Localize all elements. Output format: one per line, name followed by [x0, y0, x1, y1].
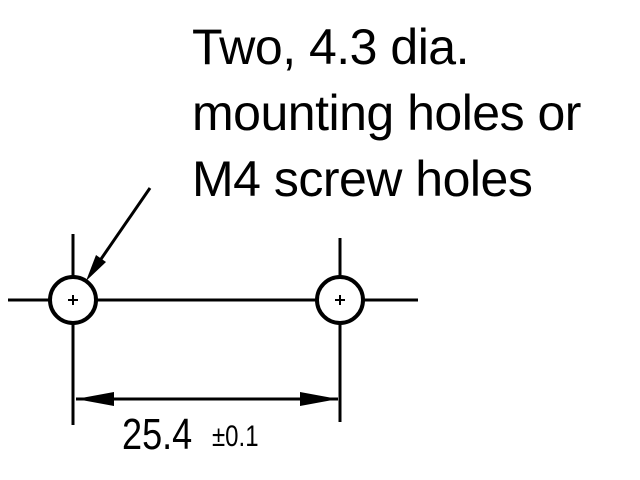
- note-line-2: mounting holes or: [192, 85, 581, 141]
- mounting-note: Two, 4.3 dia. mounting holes or M4 screw…: [192, 14, 581, 212]
- note-line-3: M4 screw holes: [192, 151, 533, 207]
- note-line-1: Two, 4.3 dia.: [192, 19, 469, 75]
- dimension-tolerance: ±0.1: [212, 420, 259, 453]
- dimension-value: 25.4: [122, 410, 193, 459]
- dimension-arrow-left-icon: [76, 392, 114, 406]
- leader-arrowhead-icon: [86, 255, 106, 281]
- dimension-arrow-right-icon: [300, 392, 338, 406]
- dimension-label: 25.4 ±0.1: [122, 410, 259, 460]
